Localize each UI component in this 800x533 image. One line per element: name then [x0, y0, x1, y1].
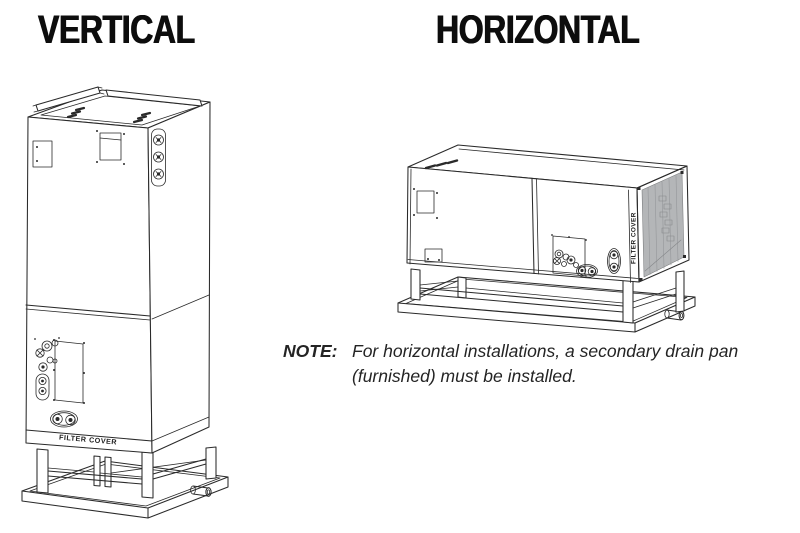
horizontal-heading: HORIZONTAL	[436, 8, 640, 52]
vertical-unit-stand	[36, 446, 217, 499]
horizontal-unit-cabinet: FILTER COVER	[406, 144, 690, 283]
horizontal-port-plates	[576, 248, 621, 278]
vertical-panel-seam	[25, 294, 210, 321]
vertical-unit-illustration: FILTER COVER	[21, 86, 229, 519]
coil-corner-brackets	[637, 171, 686, 281]
vertical-drain-pan	[21, 460, 229, 519]
horizontal-secondary-drain-pan	[397, 276, 696, 333]
horizontal-filter-cover-strip: FILTER COVER	[628, 189, 638, 283]
horizontal-unit-illustration: FILTER COVER	[397, 144, 696, 333]
vertical-lower-access-panel	[53, 339, 85, 404]
top-break-mark-right	[132, 111, 152, 124]
vertical-heading: VERTICAL	[38, 8, 195, 52]
vertical-knockout-strip	[151, 128, 166, 187]
coil-end	[636, 165, 690, 283]
vertical-drain-pipe-stub	[190, 485, 212, 497]
note-text: For horizontal installations, a secondar…	[352, 341, 739, 386]
top-break-mark-left	[66, 106, 86, 119]
horizontal-refrigerant-fittings	[553, 249, 579, 268]
horizontal-filter-cover-label: FILTER COVER	[631, 212, 638, 264]
horizontal-upper-left-plate	[413, 188, 438, 219]
horizontal-unit-stand	[410, 268, 685, 324]
vertical-port-plate	[50, 410, 78, 428]
vertical-refrigerant-fittings	[34, 337, 60, 401]
vertical-upper-plates	[32, 130, 125, 168]
installation-note: NOTE: For horizontal installations, a se…	[283, 339, 793, 389]
note-label: NOTE:	[283, 341, 338, 361]
horizontal-top-break-marks	[424, 159, 459, 170]
coil-circuit-detail	[644, 195, 682, 272]
horizontal-panel-seam	[531, 177, 539, 275]
horizontal-lower-left-plate	[424, 248, 443, 263]
vertical-unit-cabinet: FILTER COVER	[25, 86, 211, 454]
vertical-duct-flange	[32, 86, 203, 126]
